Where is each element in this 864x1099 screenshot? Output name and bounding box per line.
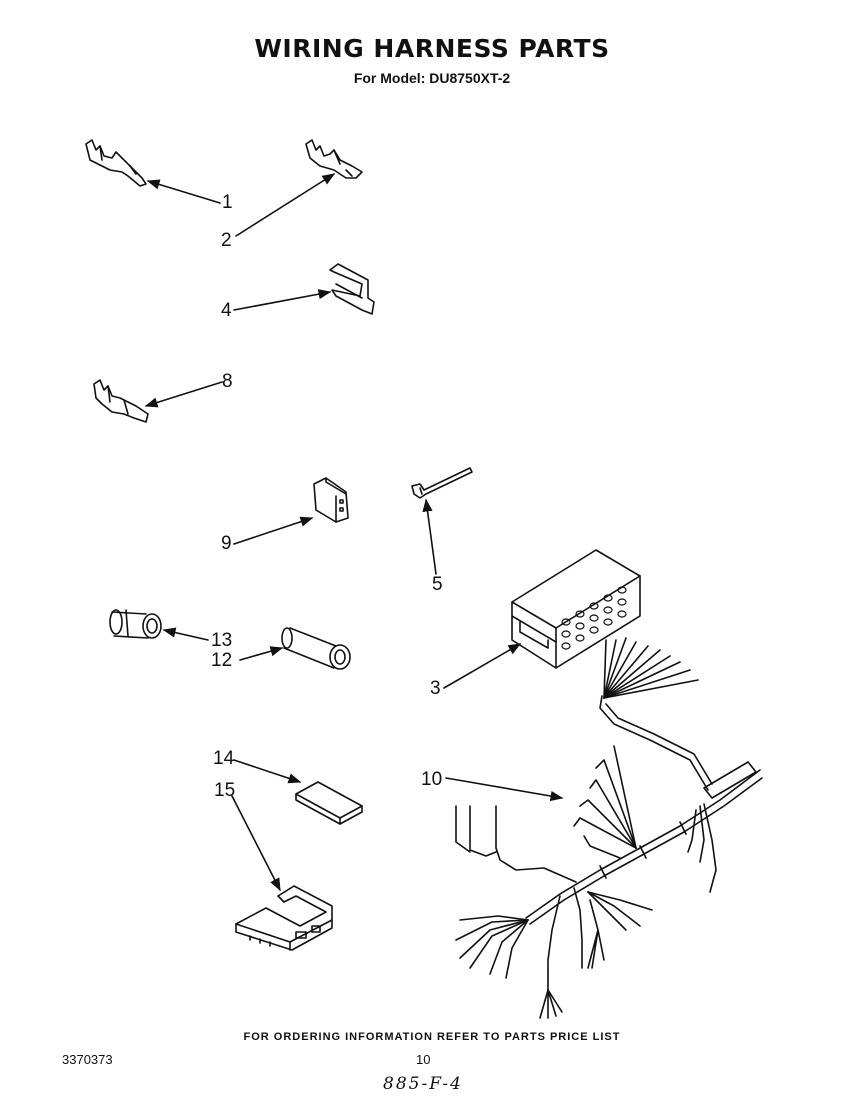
leader-3 xyxy=(443,643,522,689)
part-10-wiring-harness xyxy=(455,637,763,1019)
part-3-connector-housing xyxy=(511,549,641,669)
handwritten-note: 885-F-4 xyxy=(383,1074,463,1094)
leader-5 xyxy=(422,498,437,575)
callout-9: 9 xyxy=(221,533,232,554)
callout-14: 14 xyxy=(213,748,235,769)
callout-1: 1 xyxy=(222,192,233,213)
part-4-clip xyxy=(329,263,375,315)
callout-10: 10 xyxy=(421,769,443,790)
leader-15 xyxy=(231,795,281,892)
leader-14 xyxy=(233,759,302,784)
page-number: 10 xyxy=(416,1052,431,1067)
part-15-cover xyxy=(235,885,333,951)
leader-8 xyxy=(144,381,223,408)
callout-5: 5 xyxy=(432,574,443,595)
model-subtitle: For Model: DU8750XT-2 xyxy=(353,70,511,86)
part-5-cable-tie xyxy=(411,467,473,499)
callout-13: 13 xyxy=(211,630,233,651)
leader-12 xyxy=(239,646,284,661)
leader-10 xyxy=(445,777,564,802)
document-number: 3370373 xyxy=(62,1052,113,1067)
part-12-tube xyxy=(281,627,351,670)
callout-12: 12 xyxy=(211,650,233,671)
part-2-terminal xyxy=(305,139,363,179)
leader-9 xyxy=(233,516,314,545)
part-9-block xyxy=(313,477,349,523)
ordering-note: FOR ORDERING INFORMATION REFER TO PARTS … xyxy=(243,1031,621,1043)
part-14-pad xyxy=(295,781,363,825)
leader-4 xyxy=(233,289,332,311)
callout-8: 8 xyxy=(222,371,233,392)
page-title: WIRING HARNESS PARTS xyxy=(254,34,610,63)
leader-1 xyxy=(146,179,221,204)
part-8-terminal xyxy=(93,379,149,423)
callout-4: 4 xyxy=(221,300,232,321)
leader-13 xyxy=(162,627,209,641)
callout-3: 3 xyxy=(430,678,441,699)
part-13-bushing xyxy=(109,609,162,639)
part-1-terminal xyxy=(85,139,147,187)
leader-2 xyxy=(235,173,336,237)
callout-15: 15 xyxy=(214,780,236,801)
callout-2: 2 xyxy=(221,230,232,251)
